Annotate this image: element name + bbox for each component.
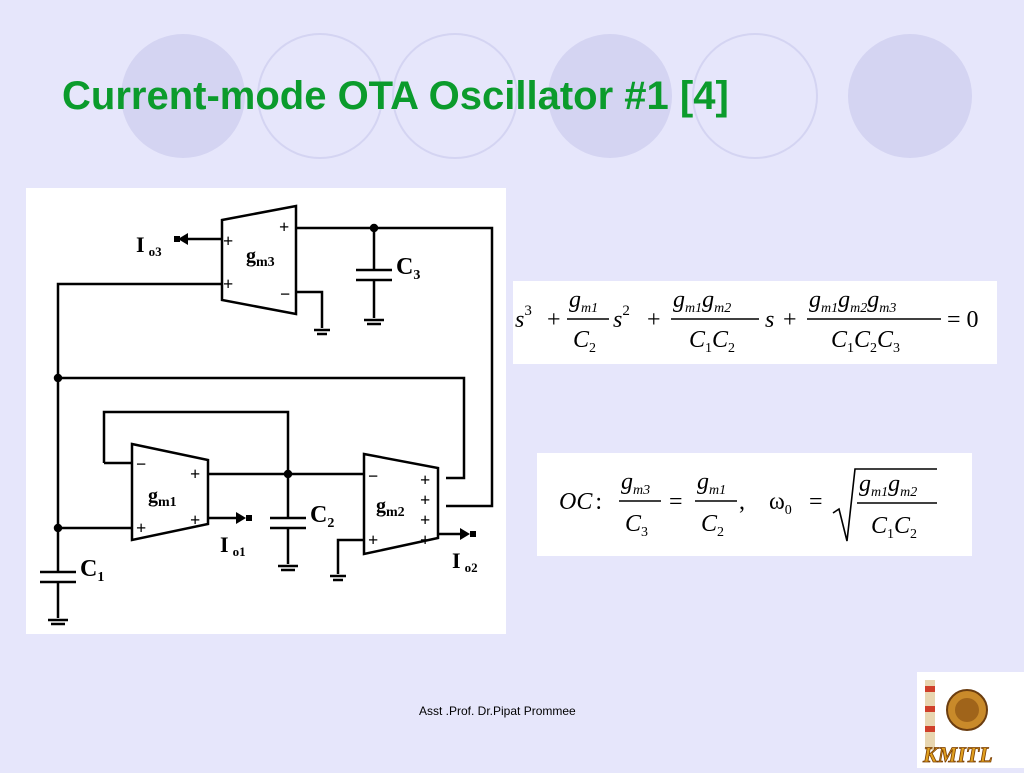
svg-text:C2: C2 (573, 327, 596, 356)
svg-text:gm1gm2gm3: gm1gm2gm3 (809, 287, 896, 316)
decorative-circles (121, 33, 972, 159)
ota1-label: gm1 (148, 485, 177, 510)
ota2-symbol (362, 452, 440, 556)
ota2-pin-plus-right-3: + (420, 510, 430, 530)
svg-text:ω0: ω0 (769, 489, 792, 518)
kmitl-logo: KMITL (917, 672, 1024, 768)
svg-text:C1C2: C1C2 (871, 513, 917, 542)
svg-text:,: , (739, 489, 745, 515)
ota3-pin-minus-right: − (280, 284, 290, 304)
svg-text:gm1: gm1 (569, 287, 598, 316)
ota1-pin-plus-right-bottom: + (190, 510, 200, 530)
characteristic-equation: s3 + gm1 C2 s2 + gm1gm2 C1C2 s + gm1gm2g… (513, 281, 997, 364)
svg-text:gm3: gm3 (621, 469, 650, 498)
ota1-pin-minus-left: − (136, 454, 146, 474)
ota2-pin-plus-right-1: + (420, 470, 430, 490)
ota2-pin-plus-right-2: + (420, 490, 430, 510)
svg-text:gm1: gm1 (697, 469, 726, 498)
cap3-label: C3 (396, 254, 420, 283)
logo-text: KMITL (922, 742, 993, 767)
cap1-label: C1 (80, 556, 104, 585)
svg-text:s2: s2 (613, 303, 630, 333)
slide-title: Current-mode OTA Oscillator #1 [4] (62, 74, 729, 118)
svg-text:gm1gm2: gm1gm2 (859, 471, 917, 500)
svg-text:s: s (765, 307, 774, 333)
ota2-pin-minus-left: − (368, 466, 378, 486)
svg-text:C3: C3 (625, 511, 648, 540)
svg-text:C1C2: C1C2 (689, 327, 735, 356)
ota1-pin-plus-left: + (136, 518, 146, 538)
cap2-label: C2 (310, 502, 334, 531)
svg-text:OC:: OC: (559, 489, 602, 515)
oscillation-condition-equation: OC: gm3 C3 = gm1 C2 , ω0 = gm1gm2 C1C2 (537, 453, 972, 556)
ota2-pin-plus-right-4: + (420, 530, 430, 550)
ota2-label: gm2 (376, 495, 405, 520)
svg-text:+: + (783, 307, 797, 333)
ota3-pin-plus-right: + (279, 217, 289, 237)
footer-author: Asst .Prof. Dr.Pipat Prommee (419, 704, 576, 718)
svg-text:= 0: = 0 (947, 307, 979, 333)
svg-text:C2: C2 (701, 511, 724, 540)
ota1-symbol (130, 442, 210, 542)
svg-text:+: + (647, 307, 661, 333)
svg-text:gm1gm2: gm1gm2 (673, 287, 731, 316)
ota2-pin-plus-left: + (368, 530, 378, 550)
ota3-pin-plus-left-top: + (223, 231, 233, 251)
ota3-label: gm3 (246, 245, 275, 270)
svg-text:=: = (809, 489, 823, 515)
svg-text:+: + (547, 307, 561, 333)
svg-text:=: = (669, 489, 683, 515)
ota3-pin-plus-left-bottom: + (223, 274, 233, 294)
ota1-pin-plus-right-top: + (190, 464, 200, 484)
svg-text:C1C2C3: C1C2C3 (831, 327, 900, 356)
svg-text:s3: s3 (515, 303, 532, 333)
ota3-symbol (220, 204, 298, 316)
